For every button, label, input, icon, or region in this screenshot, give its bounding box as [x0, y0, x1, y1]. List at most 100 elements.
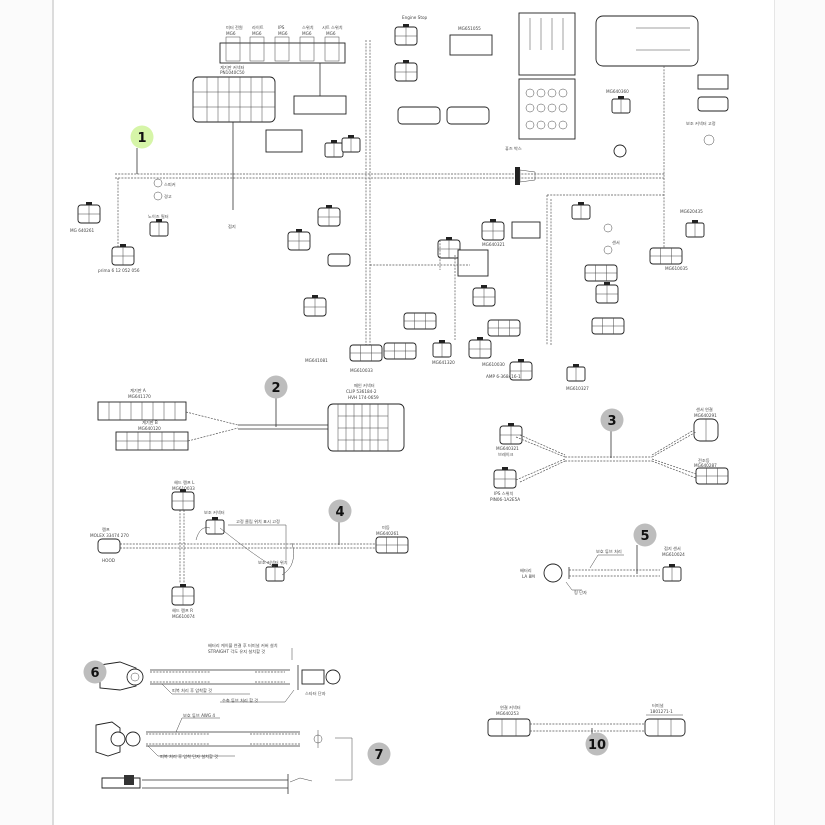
top-connector-strip: 미터 전원 라이트 IPS 스위치 시트 스위치 MG6 MG6 MG6 MG6… — [219, 24, 346, 64]
round-connector-a — [397, 106, 441, 125]
lower-code-c: MG641320 — [432, 360, 455, 365]
h2-left-top-label: 계기판 A — [130, 387, 146, 394]
h2-main-connector — [327, 403, 405, 452]
callout-7-badge — [367, 742, 391, 766]
h4-lower-note: 보조 커넥터 위치 — [258, 559, 288, 566]
h3-left-top-code: MG640321 — [496, 446, 519, 451]
h2-right-code-2: HVH 174-0659 — [348, 395, 379, 400]
top-connector-code-1: MG6 — [226, 31, 236, 36]
h10-right-code: 1801271-1 — [650, 709, 673, 714]
harness-1-diagram: 미터 전원 라이트 IPS 스위치 시트 스위치 MG6 MG6 MG6 MG6… — [70, 12, 729, 391]
callout-10[interactable]: 10 — [585, 732, 609, 756]
callout-2-number: 2 — [271, 381, 280, 396]
relay-top-code: MG651055 — [458, 26, 481, 31]
h4-bottom-code: MG610074 — [172, 614, 195, 619]
h2-left-bottom-label: 계기판 B — [142, 419, 158, 426]
h3-left-bottom-label: IPS 스위치 — [494, 490, 513, 497]
h3-left-bottom-code: PIN06-1A2E5A — [490, 497, 520, 502]
h4-bottom-label: 헤드 램프 R — [172, 607, 193, 614]
callout-5-number: 5 — [640, 529, 649, 544]
callout-6-badge — [83, 660, 107, 684]
right-connector-code-2: MG620435 — [680, 209, 703, 214]
lower-code-f: AMP 6-368416-1 — [486, 374, 521, 379]
h5-left-code: LA 8M — [522, 574, 535, 579]
right-relay-code: MG640360 — [606, 89, 629, 94]
top-connector-code-3: MG6 — [278, 31, 288, 36]
callout-5-badge — [633, 523, 657, 547]
h6-note-bot: 수축 튜브 처리 할 것 — [222, 697, 258, 704]
ground-terminal — [703, 134, 715, 146]
callout-3[interactable]: 3 — [600, 408, 624, 432]
round-connector-b — [446, 106, 490, 125]
callout-3-number: 3 — [607, 414, 616, 429]
h3-right-bottom-label: 전조등 — [698, 457, 710, 463]
h5-ring-label: 링 단자 — [574, 589, 587, 596]
callout-2-badge — [264, 375, 288, 399]
callout-10-number: 10 — [588, 738, 606, 753]
lower-code-d: MG610033 — [350, 368, 373, 373]
left-connector-code-a: MG 640261 — [70, 228, 95, 233]
callout-5[interactable]: 5 — [633, 523, 657, 547]
callout-2[interactable]: 2 — [264, 375, 288, 399]
h5-mid-note: 보호 튜브 처리 — [596, 548, 622, 555]
lower-code-a: MG641081 — [305, 358, 328, 363]
top-connector-label-1: 미터 전원 — [226, 24, 243, 31]
h3-right-bottom-code: MG640287 — [694, 463, 717, 468]
h4-left-code: MOLEX 33474 270 — [90, 533, 129, 538]
h7-note-mid: 피복 처리 후 압착 단자 설치할 것 — [160, 753, 218, 760]
grommet — [515, 167, 520, 185]
top-connector-code-5: MG6 — [326, 31, 336, 36]
harness-7-diagram: 보호 튜브 AWG 4 피복 처리 후 압착 단자 설치할 것 — [95, 713, 353, 794]
h6-right-note: 스타터 단자 — [305, 690, 326, 697]
cluster-label: 계기판 커넥터 — [220, 64, 245, 71]
h10-left-label: 연결 커넥터 — [500, 704, 521, 711]
h5-left-label: 배터리 — [520, 567, 532, 574]
h4-top-label: 헤드 램프 L — [174, 479, 195, 486]
h5-right-label: 접지 센서 — [664, 545, 681, 552]
callout-1[interactable]: 1 — [130, 125, 154, 149]
fuse-note: 퓨즈 박스 — [505, 145, 522, 152]
h3-right-top-label: 센서 연결 — [696, 406, 713, 413]
callout-1-number: 1 — [137, 131, 146, 146]
h4-left-label: 램프 — [102, 526, 110, 532]
callout-10-badge — [585, 732, 609, 756]
right-relay-2 — [697, 96, 729, 112]
top-connector-code-2: MG6 — [252, 31, 262, 36]
h2-left-bottom-code: MG640120 — [138, 426, 161, 431]
harness-4-diagram: 헤드 램프 L MG610033 램프 MOLEX 33474 270 HOOD… — [90, 479, 409, 619]
h4-right-label: 미등 — [382, 524, 390, 531]
h4-middle-note: 보조 커넥터 — [204, 509, 225, 516]
h6-note-top-1: 배터리 케이블 연결 후 터미널 커버 설치 — [208, 642, 278, 649]
h7-note-top: 보호 튜브 AWG 4 — [183, 713, 215, 719]
h5-ring-terminal — [543, 563, 563, 583]
left-connector-code-b: prima 6 12 052 056 — [98, 268, 140, 273]
callout-3-badge — [600, 408, 624, 432]
callout-4-number: 4 — [335, 505, 344, 520]
top-connector-code-4: MG6 — [302, 31, 312, 36]
harness-2-diagram: 계기판 A MG641170 계기판 B MG640120 메인 커넥터 CLI… — [97, 382, 405, 452]
callout-4-badge — [328, 499, 352, 523]
connector-left-mid — [265, 129, 303, 153]
callout-4[interactable]: 4 — [328, 499, 352, 523]
left-note-b: 경고 — [164, 193, 172, 199]
h4-note-long: 고정 클립 위치 표시 고정 — [236, 518, 280, 525]
fuse-box: 퓨즈 박스 — [505, 12, 576, 152]
h10-right-label: 터미널 — [652, 702, 664, 709]
lower-code-g: MG610327 — [566, 386, 589, 391]
h5-right-code: MG610024 — [662, 552, 685, 557]
connector-mid-top — [293, 95, 347, 115]
sensor-round — [613, 144, 627, 158]
top-connector-label-3: IPS — [278, 25, 285, 30]
right-connector-code: MG610035 — [665, 266, 688, 271]
engine-stop-label: Engine Stop — [402, 15, 428, 20]
h4-left-note: HOOD — [102, 558, 115, 563]
callout-6[interactable]: 6 — [83, 660, 107, 684]
h2-left-top-code: MG641170 — [128, 394, 151, 399]
harness-10-diagram: 연결 커넥터 MG640253 터미널 1801271-1 — [487, 702, 686, 740]
h10-left-code: MG640253 — [496, 711, 519, 716]
callout-7-number: 7 — [374, 748, 383, 763]
h2-right-label: 메인 커넥터 — [354, 382, 375, 389]
ground-label: 접지 — [228, 223, 236, 230]
callout-7[interactable]: 7 — [367, 742, 391, 766]
callout-6-number: 6 — [90, 666, 99, 681]
